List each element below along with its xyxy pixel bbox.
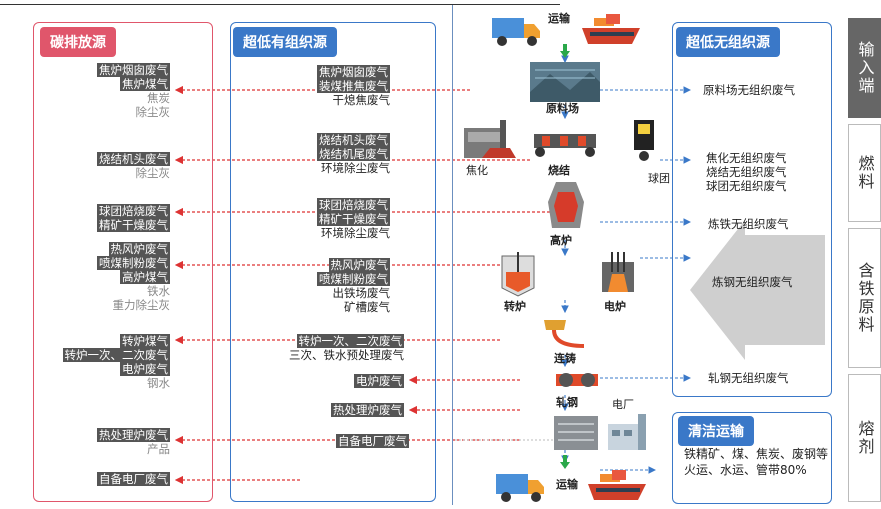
unorganized-header: 超低无组织源 <box>676 27 780 57</box>
blast-furnace-icon <box>548 182 584 228</box>
carbon-group-7: 自备电厂废气 <box>97 472 170 486</box>
power-plant-icon <box>608 414 646 450</box>
pellet-icon <box>634 120 654 161</box>
sinter-label: 烧结 <box>548 164 570 177</box>
top-rule <box>0 4 560 5</box>
casting-label: 连铸 <box>554 352 576 365</box>
ship-icon-bottom <box>588 470 646 500</box>
clean-transport-header: 清洁运输 <box>678 416 754 446</box>
organized-group-5: 转炉一次、二次废气 三次、铁水预处理废气 <box>289 334 404 362</box>
tab-input[interactable]: 输入端 <box>848 18 881 118</box>
pellet-label: 球团 <box>648 172 670 185</box>
unorganized-ironmaking: 炼铁无组织废气 <box>708 217 789 231</box>
organized-panel <box>230 22 436 502</box>
steelmaking-arrow <box>690 220 825 360</box>
carbon-panel <box>33 22 213 502</box>
tab-fuel[interactable]: 燃料 <box>848 124 881 222</box>
electric-furnace-label: 电炉 <box>604 300 626 313</box>
unorganized-coking-group: 焦化无组织废气 烧结无组织废气 球团无组织废气 <box>706 151 787 193</box>
converter-label: 转炉 <box>504 300 526 313</box>
raw-yard-icon <box>530 62 600 102</box>
clean-transport-panel <box>672 412 832 504</box>
rolling-icon <box>556 373 598 387</box>
rolling-label: 轧钢 <box>556 396 578 409</box>
organized-group-4: 热风炉废气 喷煤制粉废气 出铁场废气 矿槽废气 <box>317 258 390 314</box>
unorganized-panel <box>672 22 832 397</box>
tab-flux[interactable]: 熔剂 <box>848 374 881 502</box>
unorganized-steelmaking: 炼钢无组织废气 <box>712 275 793 289</box>
coking-icon <box>464 120 516 158</box>
clean-transport-text: 铁精矿、煤、焦炭、废钢等火运、水运、管带80% <box>684 447 829 477</box>
organized-group-1: 焦炉烟囱废气 装煤推焦废气 干熄焦废气 <box>317 65 390 107</box>
carbon-group-5: 转炉煤气 转炉一次、二次废气 电炉废气 钢水 <box>62 334 170 390</box>
power-plant-label: 电厂 <box>612 398 634 411</box>
organized-group-6: 电炉废气 <box>354 374 404 388</box>
flow-frame <box>452 5 453 505</box>
unorganized-raw-yard: 原料场无组织废气 <box>703 83 795 97</box>
organized-group-7: 热处理炉废气 <box>331 403 404 417</box>
carbon-header: 碳排放源 <box>40 27 116 57</box>
truck-icon-top <box>492 18 540 46</box>
carbon-group-6: 热处理炉废气 产品 <box>97 428 170 456</box>
carbon-group-2: 烧结机头废气 除尘灰 <box>97 152 170 180</box>
steel-products-icon <box>554 416 598 450</box>
truck-icon-bottom <box>496 474 544 502</box>
carbon-group-3: 球团焙烧废气 精矿干燥废气 <box>97 204 170 232</box>
carbon-group-4: 热风炉废气 喷煤制粉废气 高炉煤气 铁水 重力除尘灰 <box>97 242 170 312</box>
arrow-down-green-bottom <box>560 455 570 469</box>
transport-in-label: 运输 <box>548 12 570 25</box>
converter-icon <box>501 252 535 297</box>
coking-label: 焦化 <box>466 164 488 177</box>
electric-furnace-icon <box>602 252 634 292</box>
casting-icon <box>544 320 585 348</box>
carbon-group-1: 焦炉烟囱废气 焦炉煤气 焦炭 除尘灰 <box>97 63 170 119</box>
ship-icon-top <box>582 14 640 44</box>
organized-group-2: 烧结机头废气 烧结机尾废气 环境除尘废气 <box>317 133 390 175</box>
sinter-icon <box>534 134 596 157</box>
arrow-down-green <box>560 44 570 58</box>
organized-group-3: 球团焙烧废气 精矿干燥废气 环境除尘废气 <box>317 198 390 240</box>
raw-yard-label: 原料场 <box>546 102 579 115</box>
blast-furnace-label: 高炉 <box>550 234 572 247</box>
tab-iron-material[interactable]: 含铁原料 <box>848 228 881 368</box>
transport-out-label: 运输 <box>556 478 578 491</box>
organized-group-8: 自备电厂废气 <box>336 434 409 448</box>
organized-header: 超低有组织源 <box>233 27 337 57</box>
unorganized-rolling: 轧钢无组织废气 <box>708 371 789 385</box>
